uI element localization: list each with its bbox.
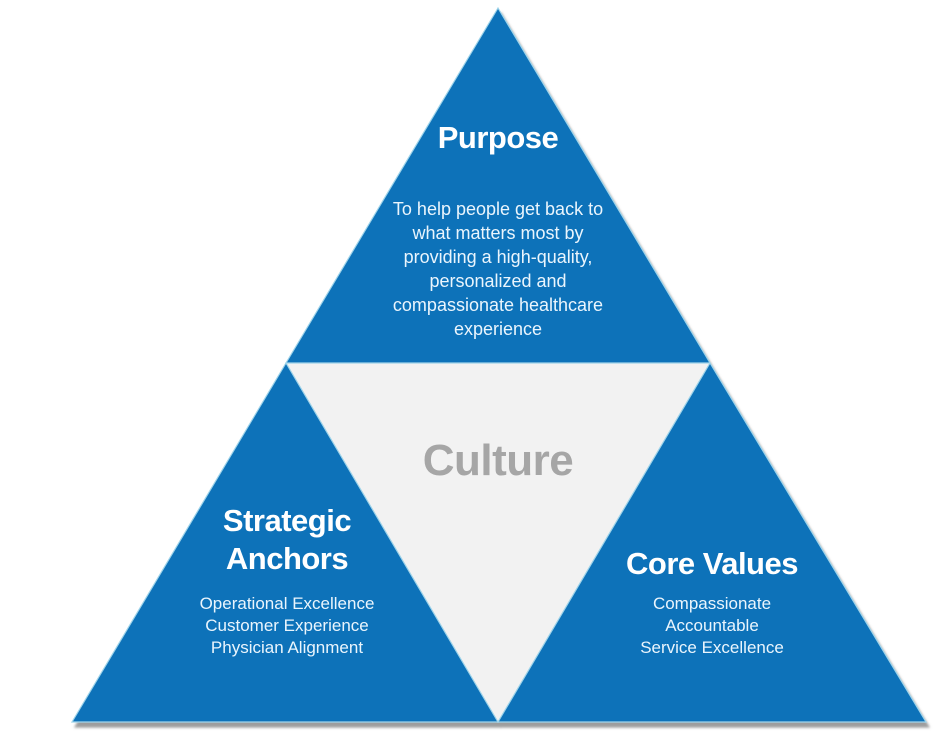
strategic-anchors-items: Operational Excellence Customer Experien… [199, 594, 375, 657]
strategic-anchors-title: Strategic Anchors [222, 503, 352, 576]
core-values-triangle [496, 361, 928, 723]
core-values-items: Compassionate Accountable Service Excell… [640, 594, 784, 657]
purpose-triangle [284, 6, 712, 364]
purpose-title: Purpose [437, 120, 559, 155]
culture-title: Culture [422, 436, 574, 485]
strategic-anchors-triangle [70, 361, 500, 723]
core-values-title: Core Values [626, 546, 798, 581]
purpose-body-text: To help people get back to what matters … [392, 199, 604, 339]
